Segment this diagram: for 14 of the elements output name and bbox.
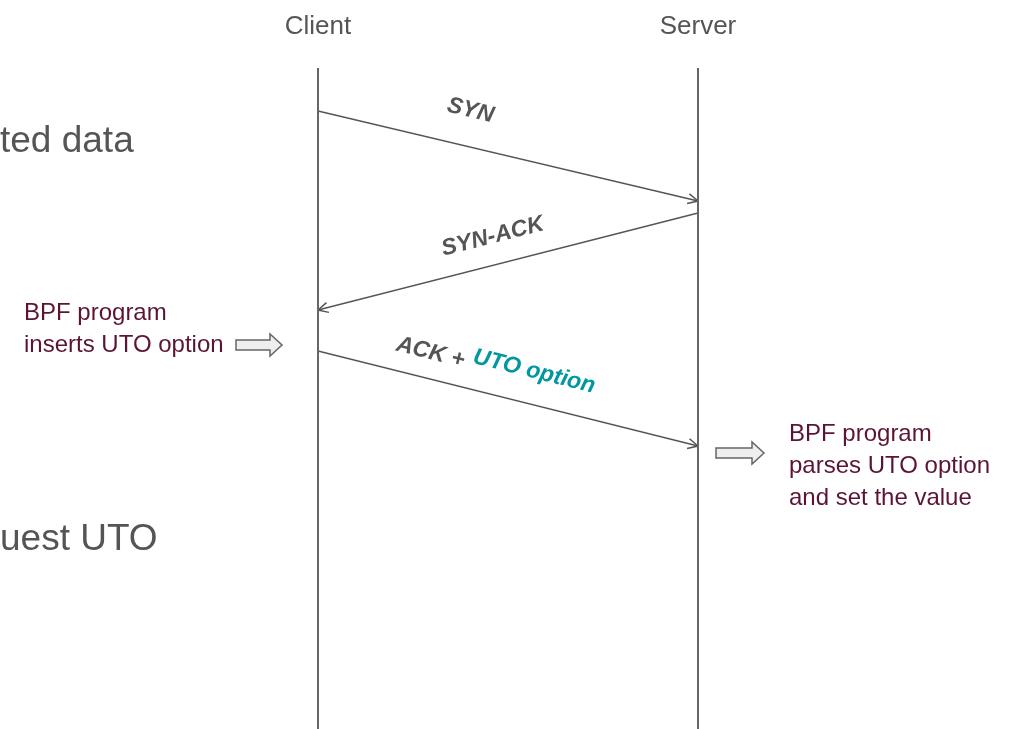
edge-label: SYN: [444, 90, 497, 129]
note-text: BPF program parses UTO option and set the value: [764, 417, 996, 513]
note-text: BPF program inserts UTO option: [24, 296, 236, 360]
edge-label: ACK +: [393, 330, 468, 373]
block-arrow: [235, 332, 284, 358]
message-arrow: [317, 212, 699, 314]
message-arrow: [317, 350, 699, 450]
lifeline-label: Server: [658, 10, 738, 41]
cut-off-text: ted data: [0, 119, 134, 161]
cut-off-text: uest UTO: [0, 517, 158, 559]
lifeline-label: Client: [283, 10, 353, 41]
block-arrow: [715, 440, 766, 466]
message-arrow: [317, 110, 699, 205]
option-label: UTO option: [470, 342, 599, 399]
